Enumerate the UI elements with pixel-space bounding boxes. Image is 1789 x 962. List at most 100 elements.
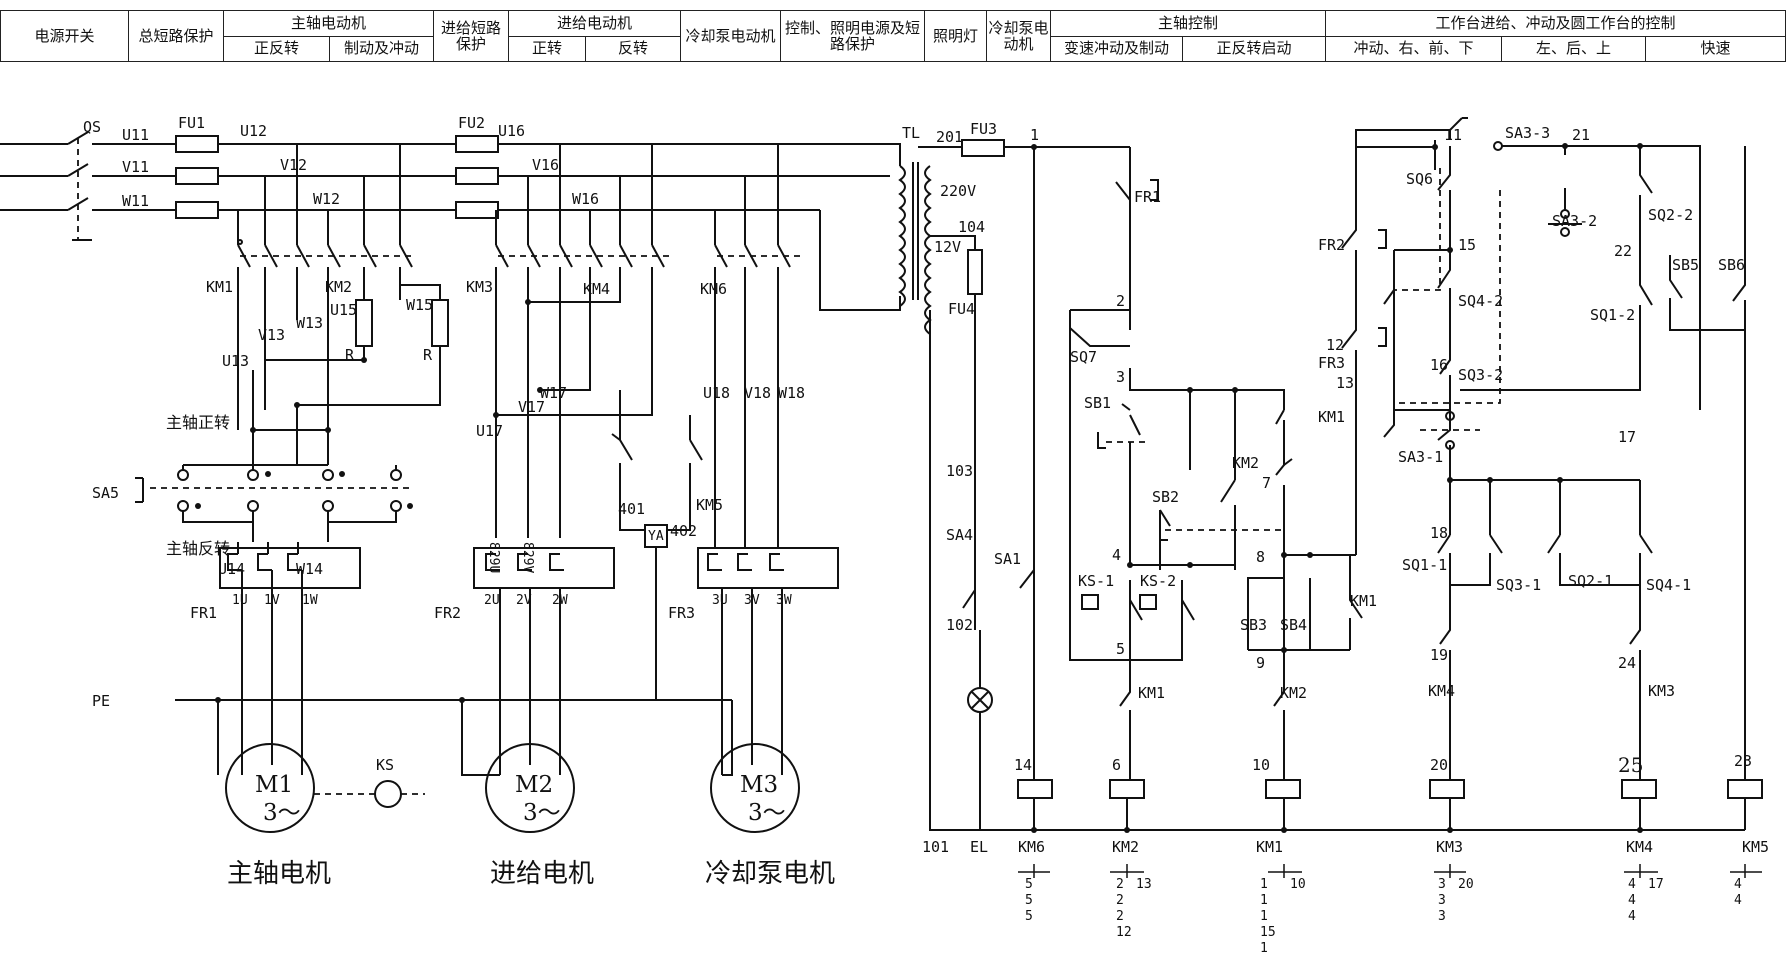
power-circuit	[0, 131, 932, 833]
label-fr1-nc: FR1	[1134, 188, 1161, 206]
label-node-24: 24	[1618, 654, 1636, 672]
label-node-9: 9	[1256, 654, 1265, 672]
label-u15: U15	[330, 301, 357, 319]
label-node-4: 4	[1112, 546, 1121, 564]
label-v17: V17	[518, 398, 545, 416]
label-fu3: FU3	[970, 120, 997, 138]
header-table-control: 工作台进给、冲动及圆工作台的控制	[1325, 10, 1787, 37]
label-2u: 2U	[484, 593, 500, 608]
label-2w: 2W	[552, 593, 568, 608]
label-fr2-nc: FR2	[1318, 236, 1345, 254]
label-101: 101	[922, 838, 949, 856]
label-fu4: FU4	[948, 300, 975, 318]
coil-index-km1-1: 1	[1260, 893, 1268, 908]
control-labels: 201 FU3 1 220V 104 12V FU4 103 SA4 SA1 1…	[922, 120, 1752, 856]
label-103: 103	[946, 462, 973, 480]
coil-index-km2-2: 2	[1116, 909, 1124, 924]
label-r2: R	[423, 346, 433, 364]
label-ks1: KS-1	[1078, 572, 1114, 590]
coil-label-km1: KM1	[1256, 838, 1283, 856]
label-tl: TL	[902, 124, 920, 142]
label-qs: QS	[83, 118, 101, 136]
header-spindle-brake-jog: 制动及冲动	[328, 35, 435, 62]
wiring-schematic: QS U11 V11 W11 FU1 U12 V12 W12 FU2 U16 V…	[0, 114, 1769, 956]
label-node-25: 25	[1618, 753, 1643, 777]
label-v13: V13	[258, 326, 285, 344]
label-node-11: 11	[1444, 126, 1462, 144]
label-m3-phase: 3～	[748, 800, 786, 826]
coil-label-km2: KM2	[1112, 838, 1139, 856]
coil-index-km4-2: 4	[1628, 909, 1636, 924]
label-node-13: 13	[1336, 374, 1354, 392]
label-node-20: 20	[1430, 756, 1448, 774]
coil-label-km3: KM3	[1436, 838, 1463, 856]
label-w14: W14	[296, 560, 323, 578]
label-3w: 3W	[776, 593, 792, 608]
label-sa1: SA1	[994, 550, 1021, 568]
coil-label-km6: KM6	[1018, 838, 1045, 856]
header-main-protection: 总短路保护	[128, 10, 224, 62]
coil-label-km4: KM4	[1626, 838, 1653, 856]
label-w15: W15	[406, 296, 433, 314]
label-node-12: 12	[1326, 336, 1344, 354]
label-v16: V16	[532, 156, 559, 174]
label-sq4-2: SQ4-2	[1458, 292, 1503, 310]
label-102: 102	[946, 616, 973, 634]
label-km1-table: KM1	[1318, 408, 1345, 426]
label-km2-aux: KM2	[1232, 454, 1259, 472]
coil-index-km1-0: 1	[1260, 877, 1268, 892]
label-w17: W17	[540, 384, 567, 402]
label-km3: KM3	[466, 278, 493, 296]
label-km6: KM6	[700, 280, 727, 298]
label-node-6: 6	[1112, 756, 1121, 774]
label-sa3-3: SA3-3	[1505, 124, 1550, 142]
label-node-8: 8	[1256, 548, 1265, 566]
label-sq2-1: SQ2-1	[1568, 572, 1613, 590]
label-spindle-reverse: 主轴反转	[166, 539, 230, 558]
label-sb4: SB4	[1280, 616, 1307, 634]
label-u12: U12	[240, 122, 267, 140]
coil-index-km6-2: 5	[1025, 909, 1033, 924]
label-829v: 829V	[520, 542, 535, 573]
header-left-back-up: 左、后、上	[1501, 35, 1647, 62]
header-fwd-rev-start: 正反转启动	[1182, 35, 1327, 62]
label-u16: U16	[498, 122, 525, 140]
label-sb3: SB3	[1240, 616, 1267, 634]
label-ks2: KS-2	[1140, 572, 1176, 590]
coil-index-km6-0: 5	[1025, 877, 1033, 892]
label-v12: V12	[280, 156, 307, 174]
label-node-10: 10	[1252, 756, 1270, 774]
label-m1: M1	[255, 772, 293, 798]
label-201: 201	[936, 128, 963, 146]
label-node-5: 5	[1116, 640, 1125, 658]
coil-index-km3-0: 3	[1438, 877, 1446, 892]
label-12v: 12V	[934, 238, 961, 256]
label-fu1: FU1	[178, 114, 205, 132]
label-sb2: SB2	[1152, 488, 1179, 506]
label-fr3: FR3	[668, 604, 695, 622]
label-node-17: 17	[1618, 428, 1636, 446]
header-feed-rev: 反转	[585, 35, 682, 62]
label-km5: KM5	[696, 496, 723, 514]
label-sq2-2: SQ2-2	[1648, 206, 1693, 224]
coil-index-km1-3: 15	[1260, 925, 1276, 940]
label-sq1-1: SQ1-1	[1402, 556, 1447, 574]
control-circuit	[918, 117, 1763, 878]
label-node-16: 16	[1430, 356, 1448, 374]
label-node-1: 1	[1030, 126, 1039, 144]
label-km1-aux: KM1	[1138, 684, 1165, 702]
label-sa5: SA5	[92, 484, 119, 502]
header-feed-motor: 进给电动机	[508, 10, 682, 37]
label-1v: 1V	[264, 593, 280, 608]
label-104: 104	[958, 218, 985, 236]
header-speed-jog-brake: 变速冲动及制动	[1050, 35, 1184, 62]
coil-labels: KM6 KM2 KM1 KM3 KM4 KM5	[1018, 838, 1769, 856]
label-fr2: FR2	[434, 604, 461, 622]
label-spindle-forward: 主轴正转	[166, 413, 230, 432]
caption-coolant-motor: 冷却泵电机	[705, 859, 835, 889]
coil-index-km3-r-0: 20	[1458, 877, 1474, 892]
label-m1-phase: 3～	[263, 800, 301, 826]
label-m2: M2	[515, 772, 553, 798]
header-feed-fwd: 正转	[508, 35, 587, 62]
